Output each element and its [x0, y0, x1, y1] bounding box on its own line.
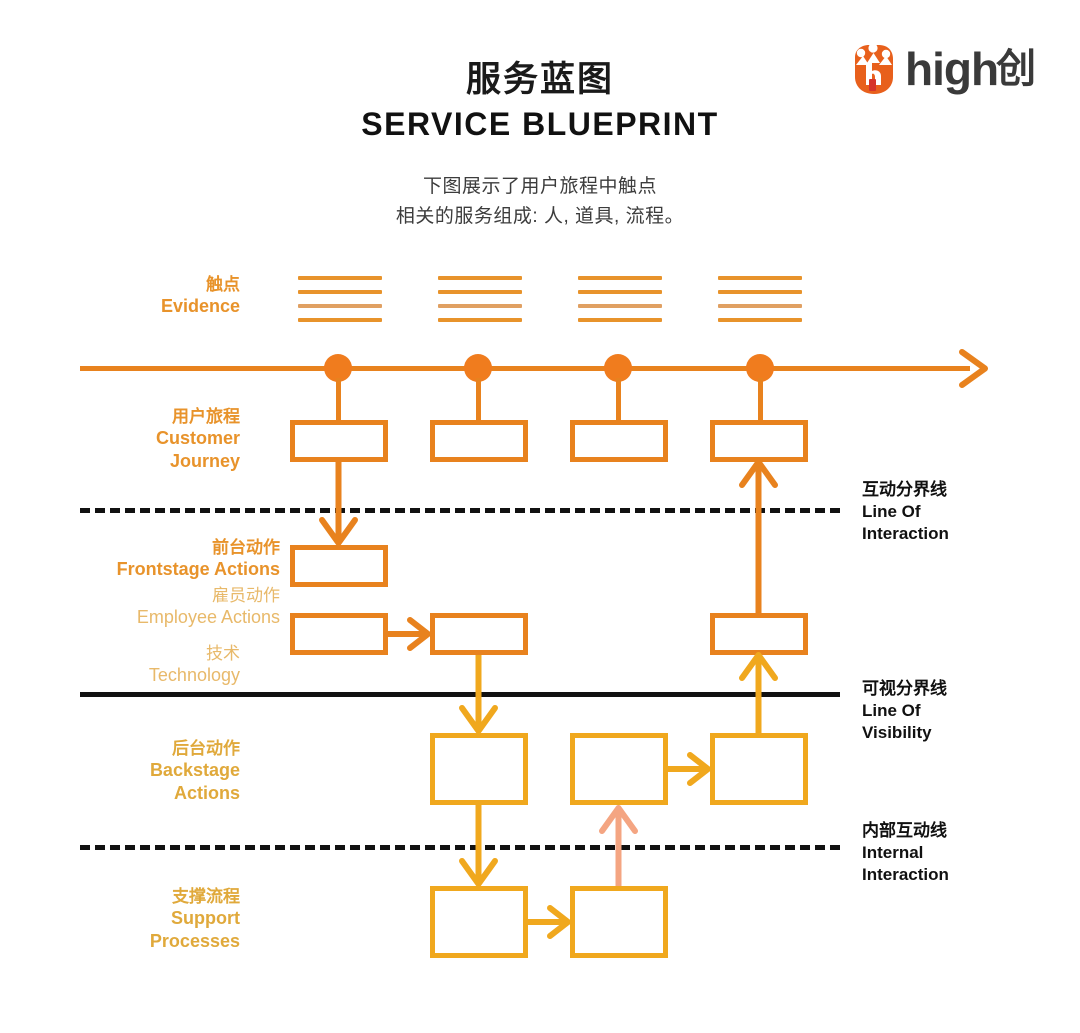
- employee-action-box-1[interactable]: [290, 613, 388, 655]
- row-label-customer-journey: 用户旅程 Customer Journey: [10, 406, 240, 472]
- customer-journey-box-1[interactable]: [290, 420, 388, 462]
- evidence-icon-4: [718, 276, 802, 322]
- row-label-backstage-en-2: Actions: [173, 782, 240, 803]
- row-label-customer-journey-en-2: Journey: [169, 450, 240, 471]
- row-label-support-processes: 支撑流程 Support Processes: [10, 886, 240, 952]
- connector-touchpoint-3: [616, 378, 621, 422]
- row-label-evidence: 触点 Evidence: [10, 274, 240, 318]
- customer-journey-box-4[interactable]: [710, 420, 808, 462]
- touchpoint-dot-2[interactable]: [464, 354, 492, 382]
- flow-emp3-to-cj4-arrowhead: [739, 459, 778, 488]
- touchpoint-dot-3[interactable]: [604, 354, 632, 382]
- divider-label-internal-cn: 内部互动线: [862, 821, 947, 840]
- subtitle-line-1: 下图展示了用户旅程中触点: [422, 176, 657, 197]
- connector-touchpoint-1: [336, 378, 341, 422]
- touchpoint-dot-1[interactable]: [324, 354, 352, 382]
- row-label-employee-actions: 雇员动作 Employee Actions: [0, 585, 280, 629]
- subtitle-line-2: 相关的服务组成: 人, 道具, 流程。: [395, 206, 685, 228]
- logo-wordmark: high: [905, 43, 999, 95]
- flow-support2-to-backstage2-arrowhead: [599, 805, 638, 834]
- row-label-technology-en: Technology: [148, 665, 240, 686]
- row-label-backstage-actions: 后台动作 Backstage Actions: [10, 738, 240, 804]
- row-label-frontstage-actions: 前台动作 Frontstage Actions: [0, 537, 280, 581]
- divider-label-interaction-cn: 互动分界线: [862, 480, 947, 499]
- support-process-box-2[interactable]: [570, 886, 668, 958]
- logo-chinese-character: 创: [996, 47, 1037, 91]
- divider-label-line-of-interaction: 互动分界线 Line Of Interaction: [862, 479, 949, 545]
- row-label-evidence-en: Evidence: [160, 296, 240, 317]
- divider-label-interaction-en-2: Interaction: [862, 524, 949, 544]
- flow-emp1-to-emp2-arrowhead: [407, 617, 431, 651]
- page-title: 服务蓝图 SERVICE BLUEPRINT: [0, 58, 1080, 144]
- connector-touchpoint-2: [476, 378, 481, 422]
- frontstage-action-box-1[interactable]: [290, 545, 388, 587]
- backstage-action-box-1[interactable]: [430, 733, 528, 805]
- row-label-employee-en: Employee Actions: [136, 607, 280, 628]
- customer-journey-box-2[interactable]: [430, 420, 528, 462]
- divider-label-internal-en-2: Interaction: [862, 865, 949, 885]
- row-label-customer-journey-cn: 用户旅程: [172, 407, 240, 426]
- title-chinese: 服务蓝图: [465, 60, 614, 99]
- logo-h-people-icon: [855, 43, 893, 94]
- row-label-support-cn: 支撑流程: [172, 887, 240, 906]
- row-label-support-en-1: Support: [171, 908, 240, 929]
- journey-timeline: [80, 366, 970, 371]
- flow-backstage2-to-backstage3-arrowhead: [687, 752, 711, 786]
- row-label-frontstage-en: Frontstage Actions: [116, 559, 280, 580]
- divider-label-line-of-visibility: 可视分界线 Line Of Visibility: [862, 678, 947, 744]
- employee-action-box-3[interactable]: [710, 613, 808, 655]
- employee-action-box-2[interactable]: [430, 613, 528, 655]
- backstage-action-box-2[interactable]: [570, 733, 668, 805]
- divider-label-internal-en-1: Internal: [862, 843, 924, 863]
- divider-label-visibility-en-1: Line Of: [862, 701, 921, 721]
- row-label-frontstage-cn: 前台动作: [212, 538, 280, 557]
- divider-label-interaction-en-1: Line Of: [862, 502, 921, 522]
- divider-line-of-visibility: [80, 692, 840, 697]
- backstage-action-box-3[interactable]: [710, 733, 808, 805]
- title-english: SERVICE BLUEPRINT: [361, 105, 719, 142]
- flow-backstage1-to-support1-arrowhead: [459, 858, 498, 887]
- divider-label-visibility-en-2: Visibility: [862, 723, 932, 743]
- divider-label-visibility-cn: 可视分界线: [862, 679, 947, 698]
- row-label-support-en-2: Processes: [149, 930, 240, 951]
- evidence-icon-3: [578, 276, 662, 322]
- flow-support1-to-support2-arrowhead: [547, 905, 571, 939]
- page-subtitle: 下图展示了用户旅程中触点 相关的服务组成: 人, 道具, 流程。: [0, 172, 1080, 233]
- row-label-backstage-cn: 后台动作: [172, 739, 240, 758]
- row-label-backstage-en-1: Backstage: [149, 760, 240, 781]
- flow-backstage3-to-emp3-arrowhead: [739, 652, 778, 681]
- evidence-icon-1: [298, 276, 382, 322]
- support-process-box-1[interactable]: [430, 886, 528, 958]
- high-chuang-logo: high 创: [845, 38, 1045, 100]
- connector-touchpoint-4: [758, 378, 763, 422]
- flow-emp2-to-backstage1-arrowhead: [459, 705, 498, 734]
- divider-internal-interaction: [80, 845, 840, 850]
- divider-line-of-interaction: [80, 508, 840, 513]
- flow-cj1-to-frontstage1-arrowhead: [319, 517, 358, 546]
- row-label-technology: 技术 Technology: [10, 643, 240, 687]
- row-label-technology-cn: 技术: [206, 644, 240, 663]
- evidence-icon-2: [438, 276, 522, 322]
- row-label-employee-cn: 雇员动作: [212, 586, 280, 605]
- customer-journey-box-3[interactable]: [570, 420, 668, 462]
- row-label-evidence-cn: 触点: [206, 275, 240, 294]
- row-label-customer-journey-en-1: Customer: [155, 428, 240, 449]
- divider-label-internal-interaction: 内部互动线 Internal Interaction: [862, 820, 949, 886]
- touchpoint-dot-4[interactable]: [746, 354, 774, 382]
